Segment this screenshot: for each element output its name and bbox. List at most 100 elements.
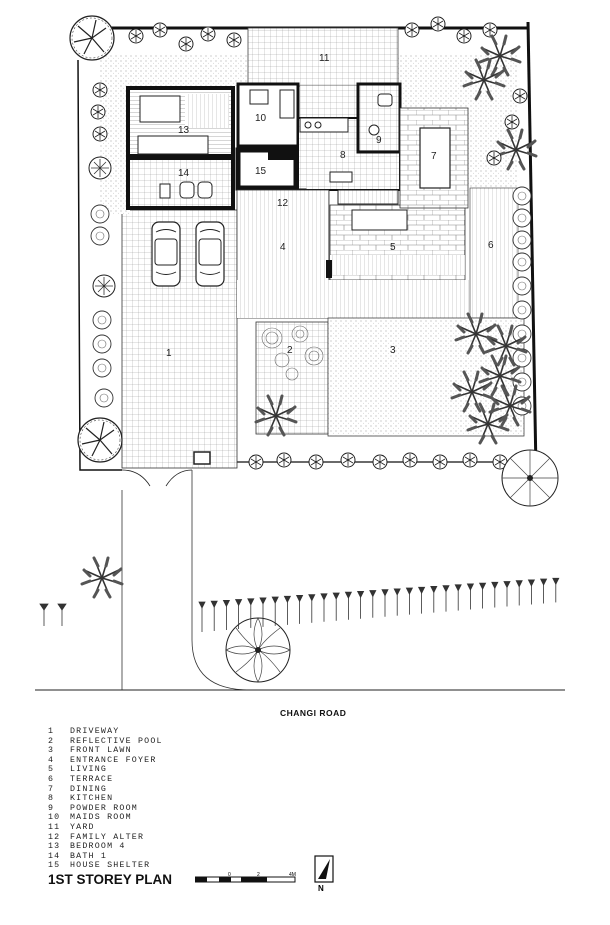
scale-label-2: 2 xyxy=(257,872,260,878)
legend-number: 2 xyxy=(48,736,55,746)
bollard-head xyxy=(381,589,389,597)
scale-bar: 0 2 4M xyxy=(195,872,296,883)
scale-label-0: 0 xyxy=(228,872,231,878)
legend-item: 14 BATH 1 xyxy=(48,852,163,862)
bollard-head xyxy=(503,581,511,589)
north-arrow-icon: N xyxy=(314,855,334,893)
legend-label: TERRACE xyxy=(70,774,114,784)
bollard-head xyxy=(259,597,267,605)
room-number-10: 10 xyxy=(255,113,267,124)
legend-label: DINING xyxy=(70,784,108,794)
legend-label: DRIVEWAY xyxy=(70,727,120,736)
legend-label: BATH 1 xyxy=(70,851,108,861)
bollard-head xyxy=(295,595,304,603)
legend-number: 4 xyxy=(48,755,55,765)
legend-label: HOUSE SHELTER xyxy=(70,861,151,871)
legend-number: 9 xyxy=(48,803,55,813)
room-number-9: 9 xyxy=(376,135,382,146)
bollard-head xyxy=(344,591,353,600)
legend-item: 3 FRONT LAWN xyxy=(48,746,163,756)
legend-item: 15 HOUSE SHELTER xyxy=(48,861,163,871)
bollard-head xyxy=(198,601,206,609)
legend-item: 8 KITCHEN xyxy=(48,794,163,804)
legend-number: 6 xyxy=(48,774,55,784)
legend-number: 7 xyxy=(48,784,55,794)
room-number-13: 13 xyxy=(178,125,190,136)
room-number-7: 7 xyxy=(431,151,437,162)
bollard-head xyxy=(478,582,487,591)
room-number-4: 4 xyxy=(280,242,286,253)
room-number-6: 6 xyxy=(488,240,494,251)
legend-item: 12 FAMILY ALTER xyxy=(48,833,163,843)
legend-number: 1 xyxy=(48,727,55,736)
room-number-15: 15 xyxy=(255,166,267,177)
legend-item: 13 BEDROOM 4 xyxy=(48,842,163,852)
legend-label: ENTRANCE FOYER xyxy=(70,755,157,765)
legend-label: REFLECTIVE POOL xyxy=(70,736,163,746)
room-legend: 1 DRIVEWAY 2 REFLECTIVE POOL 3 FRONT LAWN 4 ENT… xyxy=(48,727,163,871)
legend-item: 9 POWDER ROOM xyxy=(48,804,163,814)
legend-label: KITCHEN xyxy=(70,794,114,804)
legend-item: 2 REFLECTIVE POOL xyxy=(48,737,163,747)
legend-label: FRONT LAWN xyxy=(70,746,132,756)
legend-label: YARD xyxy=(70,822,95,832)
legend-number: 8 xyxy=(48,794,55,804)
bollard-head xyxy=(210,600,218,609)
bollard-head xyxy=(247,598,255,606)
bollard-head xyxy=(369,590,377,598)
legend-number: 14 xyxy=(48,851,61,861)
bollard-head xyxy=(539,578,548,586)
bollard-head xyxy=(515,580,523,588)
legend-label: FAMILY ALTER xyxy=(70,832,145,842)
bollard-head xyxy=(356,590,365,599)
bollard-head xyxy=(308,594,316,602)
legend-number: 3 xyxy=(48,746,55,756)
legend-item: 11 YARD xyxy=(48,823,163,833)
legend-item: 6 TERRACE xyxy=(48,775,163,785)
legend-item: 4 ENTRANCE FOYER xyxy=(48,756,163,766)
bollard-head xyxy=(430,586,438,594)
bollard-head xyxy=(527,579,536,587)
legend-item: 1 DRIVEWAY xyxy=(48,727,163,737)
bollard-head xyxy=(552,577,560,586)
north-label: N xyxy=(318,884,324,893)
scale-label-4m: 4M xyxy=(289,872,296,878)
bollard-head xyxy=(405,587,414,595)
bollard-head xyxy=(417,586,426,595)
bollard-head xyxy=(442,585,450,593)
room-number-2: 2 xyxy=(287,345,293,356)
legend-number: 12 xyxy=(48,832,61,842)
legend-number: 5 xyxy=(48,765,55,775)
bollard-head xyxy=(222,599,231,608)
legend-label: POWDER ROOM xyxy=(70,803,138,813)
legend-number: 10 xyxy=(48,813,61,823)
room-number-3: 3 xyxy=(390,345,396,356)
bollard-head xyxy=(393,588,401,596)
room-number-14: 14 xyxy=(178,168,190,179)
legend-number: 15 xyxy=(48,861,61,871)
bollard-head xyxy=(466,583,475,591)
legend-number: 11 xyxy=(48,822,61,832)
legend-item: 10 MAIDS ROOM xyxy=(48,813,163,823)
bollard-head xyxy=(332,592,340,600)
room-number-1: 1 xyxy=(166,348,172,359)
bollard-head xyxy=(320,593,328,601)
room-number-8: 8 xyxy=(340,150,346,161)
bollard-head xyxy=(491,581,499,590)
room-number-5: 5 xyxy=(390,242,396,253)
legend-item: 5 LIVING xyxy=(48,765,163,775)
legend-item: 7 DINING xyxy=(48,785,163,795)
legend-label: BEDROOM 4 xyxy=(70,842,126,852)
bollard-head xyxy=(234,599,243,607)
legend-number: 13 xyxy=(48,842,61,852)
road-label: CHANGI ROAD xyxy=(280,708,347,718)
plan-title: 1ST STOREY PLAN xyxy=(48,872,173,887)
room-number-11: 11 xyxy=(319,53,330,64)
bollard-head xyxy=(271,596,279,604)
legend-label: LIVING xyxy=(70,765,108,775)
room-number-12: 12 xyxy=(277,198,289,209)
bollard-head xyxy=(283,595,292,604)
bollard-head xyxy=(454,584,462,592)
legend-label: MAIDS ROOM xyxy=(70,813,132,823)
